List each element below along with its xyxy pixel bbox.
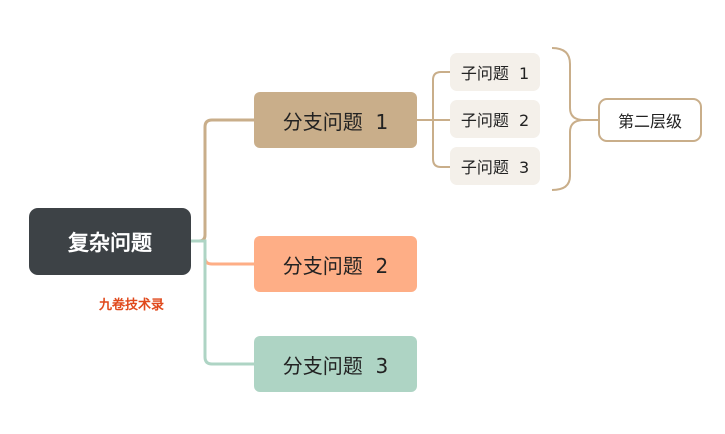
connector-root-branch-1 [191,118,254,243]
subtopic-label: 子问题 1 [460,64,530,83]
connector-branch-1-subtopics [417,71,450,168]
subtopic-2[interactable]: 子问题 2 [450,100,540,138]
watermark-text: 九卷技术录 [99,298,165,313]
subtopic-label: 子问题 2 [460,111,530,130]
summary-brace [551,47,585,191]
branch-topic-3[interactable]: 分支问题 3 [254,336,417,392]
connector-root-branch-2 [203,241,254,266]
summary-label: 第二层级 [617,112,682,131]
branch-topic-2[interactable]: 分支问题 2 [254,236,417,292]
branch-topic-1[interactable]: 分支问题 1 [254,92,417,148]
subtopic-label: 子问题 3 [460,158,530,177]
branch-topic-label: 分支问题 1 [282,109,389,134]
connector-root-branch-3 [191,239,254,366]
subtopic-3[interactable]: 子问题 3 [450,147,540,185]
branch-topic-label: 分支问题 2 [282,253,389,278]
root-topic[interactable]: 复杂问题 [29,208,191,275]
root-topic-label: 复杂问题 [68,230,152,255]
branch-topic-label: 分支问题 3 [282,353,389,378]
summary-topic[interactable]: 第二层级 [598,98,702,142]
subtopic-1[interactable]: 子问题 1 [450,53,540,91]
